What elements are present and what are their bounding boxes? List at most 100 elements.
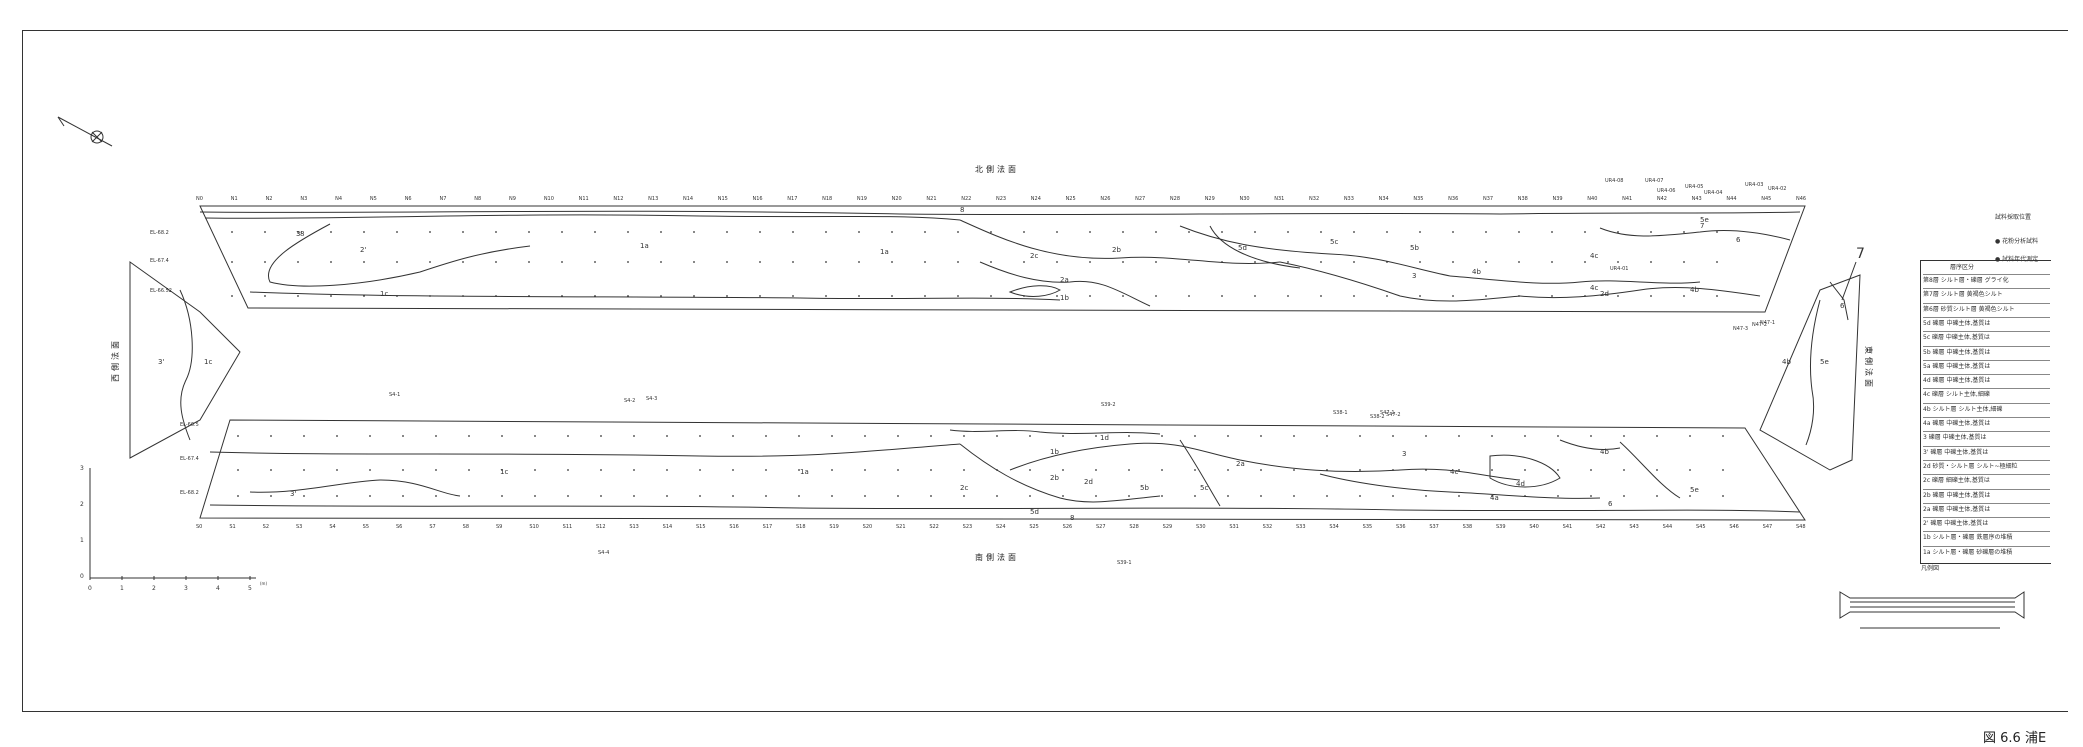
- survey-point: [996, 469, 998, 471]
- north-station-label: N8: [474, 196, 481, 202]
- survey-point: [1353, 231, 1355, 233]
- legend-row: 4c 礫層 シルト主体,細礫: [1923, 388, 2050, 398]
- north-station-label: N46: [1796, 196, 1806, 202]
- survey-point: [666, 435, 668, 437]
- north-station-label: N1: [231, 196, 238, 202]
- sample-label: UR4-02: [1768, 186, 1786, 192]
- sample-label: UR4-03: [1745, 182, 1763, 188]
- survey-point: [1155, 295, 1157, 297]
- survey-point: [897, 495, 899, 497]
- north-station-label: N38: [1518, 196, 1528, 202]
- survey-point: [1458, 469, 1460, 471]
- south-unit-label: 4c: [1450, 468, 1458, 476]
- scale-vtick-label: 3: [80, 465, 84, 472]
- survey-point: [303, 495, 305, 497]
- survey-point: [627, 295, 629, 297]
- north-unit-label: 2a: [1060, 276, 1069, 284]
- south-unit-label: 1a: [800, 468, 809, 476]
- south-station-label: S23: [963, 524, 973, 530]
- survey-point: [297, 231, 299, 233]
- survey-point: [1623, 435, 1625, 437]
- survey-point: [594, 261, 596, 263]
- south-station-label: S45: [1696, 524, 1706, 530]
- survey-point: [1194, 435, 1196, 437]
- survey-point: [1386, 231, 1388, 233]
- survey-point: [528, 231, 530, 233]
- south-station-label: S1: [229, 524, 235, 530]
- south-station-label: S10: [529, 524, 539, 530]
- survey-point: [1590, 495, 1592, 497]
- survey-point: [435, 469, 437, 471]
- survey-point: [1260, 469, 1262, 471]
- survey-point: [402, 469, 404, 471]
- south-unit-label: 4d: [1516, 480, 1525, 488]
- south-station-label: S3: [296, 524, 302, 530]
- scale-unit-label: (m): [260, 581, 267, 586]
- survey-point: [1425, 495, 1427, 497]
- survey-point: [990, 261, 992, 263]
- survey-point: [930, 435, 932, 437]
- south-station-label: S2: [263, 524, 269, 530]
- south-unit-label: 2d: [1084, 478, 1093, 486]
- north-unit-label: 4b: [1472, 268, 1481, 276]
- survey-point: [1320, 231, 1322, 233]
- survey-point: [534, 469, 536, 471]
- survey-point: [1650, 295, 1652, 297]
- north-station-label: N37: [1483, 196, 1493, 202]
- survey-point: [1287, 261, 1289, 263]
- survey-point: [1359, 469, 1361, 471]
- north-unit-label: 2d: [1600, 290, 1609, 298]
- north-station-label: N45: [1761, 196, 1771, 202]
- survey-point: [1227, 495, 1229, 497]
- legend-row: 3 礫層 中礫主体,基質は: [1923, 431, 2050, 441]
- south-unit-label: 3: [1402, 450, 1406, 458]
- survey-point: [726, 231, 728, 233]
- survey-point: [363, 261, 365, 263]
- survey-point: [1485, 231, 1487, 233]
- survey-point: [1293, 469, 1295, 471]
- north-station-label: N31: [1274, 196, 1284, 202]
- survey-point: [1095, 495, 1097, 497]
- scale-bar: [89, 468, 256, 579]
- south-unit-label: 5e: [1690, 486, 1699, 494]
- survey-point: [1227, 469, 1229, 471]
- survey-point: [1617, 295, 1619, 297]
- survey-point: [1485, 261, 1487, 263]
- survey-point: [726, 261, 728, 263]
- survey-point: [369, 435, 371, 437]
- survey-point: [231, 231, 233, 233]
- survey-point: [825, 231, 827, 233]
- survey-point: [468, 469, 470, 471]
- key-map: [1839, 591, 2025, 629]
- north-station-label: N33: [1344, 196, 1354, 202]
- sample-label: UR4-04: [1704, 190, 1722, 196]
- survey-point: [1656, 469, 1658, 471]
- survey-point: [534, 495, 536, 497]
- survey-point: [462, 261, 464, 263]
- north-station-label: N25: [1066, 196, 1076, 202]
- survey-point: [1557, 495, 1559, 497]
- south-station-label: S11: [563, 524, 573, 530]
- survey-point: [462, 231, 464, 233]
- survey-point: [336, 495, 338, 497]
- survey-point: [1089, 295, 1091, 297]
- survey-point: [963, 469, 965, 471]
- survey-point: [1518, 261, 1520, 263]
- north-station-label: N22: [961, 196, 971, 202]
- survey-point: [798, 469, 800, 471]
- north-station-label: N12: [613, 196, 623, 202]
- scale-vtick-label: 0: [80, 573, 84, 580]
- south-station-label: S8: [463, 524, 469, 530]
- survey-point: [435, 495, 437, 497]
- survey-point: [990, 231, 992, 233]
- sample-label: UR4-01: [1610, 266, 1628, 272]
- survey-point: [759, 261, 761, 263]
- legend-row: 2b 礫層 中礫主体,基質は: [1923, 488, 2050, 499]
- survey-point: [1590, 469, 1592, 471]
- sample-label: S4-1: [389, 392, 400, 398]
- north-unit-label: 1a: [640, 242, 649, 250]
- legend-symbol-pollen-label: 花粉分析試料: [2002, 238, 2039, 245]
